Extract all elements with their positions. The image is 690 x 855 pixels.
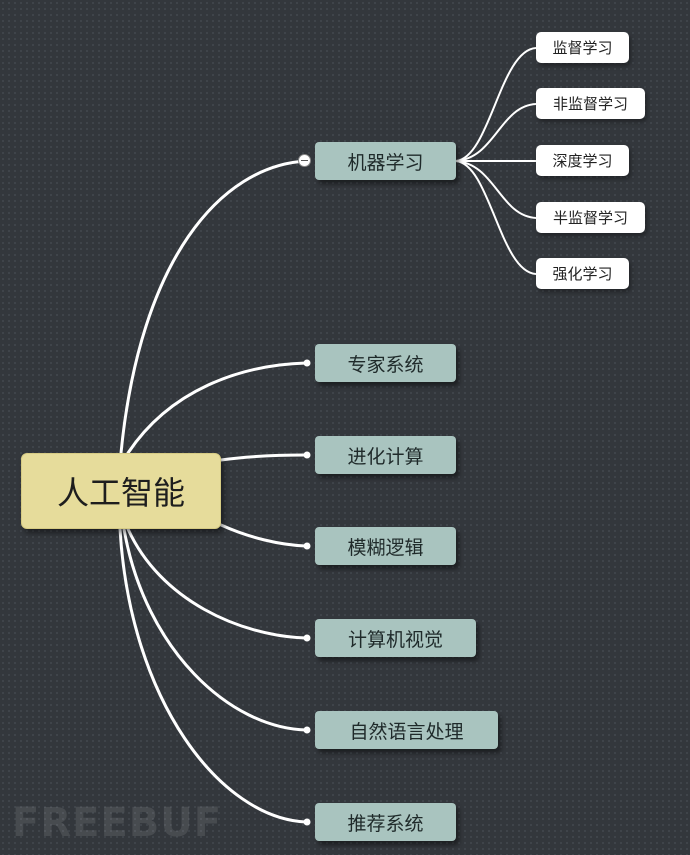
collapse-toggle-icon[interactable] [298, 154, 311, 167]
branch-node-machine-learning[interactable]: 机器学习 [315, 142, 456, 180]
leaf-node-supervised-learning[interactable]: 监督学习 [536, 32, 629, 63]
edge-reinforcement-learning [455, 160, 537, 275]
edge-machine-learning [119, 159, 308, 455]
edge-dot-evolutionary-computation [303, 451, 311, 459]
branch-node-label: 进化计算 [347, 445, 424, 468]
leaf-node-deep-learning[interactable]: 深度学习 [536, 145, 629, 176]
edge-evolutionary-computation [219, 453, 308, 462]
branch-node-computer-vision[interactable]: 计算机视觉 [315, 619, 476, 657]
branch-node-label: 计算机视觉 [347, 628, 443, 651]
leaf-node-label: 深度学习 [552, 152, 613, 170]
leaf-node-label: 强化学习 [552, 265, 613, 283]
edge-dot-nlp [303, 726, 311, 734]
branch-node-nlp[interactable]: 自然语言处理 [315, 711, 498, 749]
edge-expert-systems [126, 361, 308, 455]
edge-unsupervised-learning [455, 103, 537, 162]
root-node[interactable]: 人工智能 [21, 453, 221, 529]
edge-dot-expert-systems [303, 359, 311, 367]
edge-dot-fuzzy-logic [303, 542, 311, 550]
edge-fuzzy-logic [219, 523, 308, 548]
leaf-node-unsupervised-learning[interactable]: 非监督学习 [536, 88, 645, 119]
branch-node-fuzzy-logic[interactable]: 模糊逻辑 [315, 527, 456, 565]
edge-supervised-learning [455, 47, 537, 162]
edge-nlp [122, 527, 308, 732]
leaf-node-semi-supervised-learning[interactable]: 半监督学习 [536, 202, 645, 233]
branch-node-expert-systems[interactable]: 专家系统 [315, 344, 456, 382]
branch-node-label: 机器学习 [347, 151, 424, 174]
edge-semi-supervised-learning [455, 160, 537, 219]
branch-node-label: 推荐系统 [347, 812, 424, 835]
branch-node-evolutionary-computation[interactable]: 进化计算 [315, 436, 456, 474]
root-node-label: 人工智能 [56, 474, 185, 512]
leaf-node-reinforcement-learning[interactable]: 强化学习 [536, 258, 629, 289]
edge-recommender-systems [118, 527, 308, 824]
branch-node-label: 模糊逻辑 [347, 536, 424, 559]
leaf-node-label: 监督学习 [552, 39, 613, 57]
edge-dot-recommender-systems [303, 818, 311, 826]
branch-node-recommender-systems[interactable]: 推荐系统 [315, 803, 456, 841]
edge-computer-vision [126, 527, 308, 640]
leaf-node-label: 半监督学习 [552, 209, 628, 227]
edge-dot-computer-vision [303, 634, 311, 642]
freebuf-watermark: FREEBUF [12, 800, 223, 846]
leaf-node-label: 非监督学习 [552, 95, 628, 113]
branch-node-label: 专家系统 [347, 353, 424, 376]
branch-node-label: 自然语言处理 [349, 720, 464, 743]
